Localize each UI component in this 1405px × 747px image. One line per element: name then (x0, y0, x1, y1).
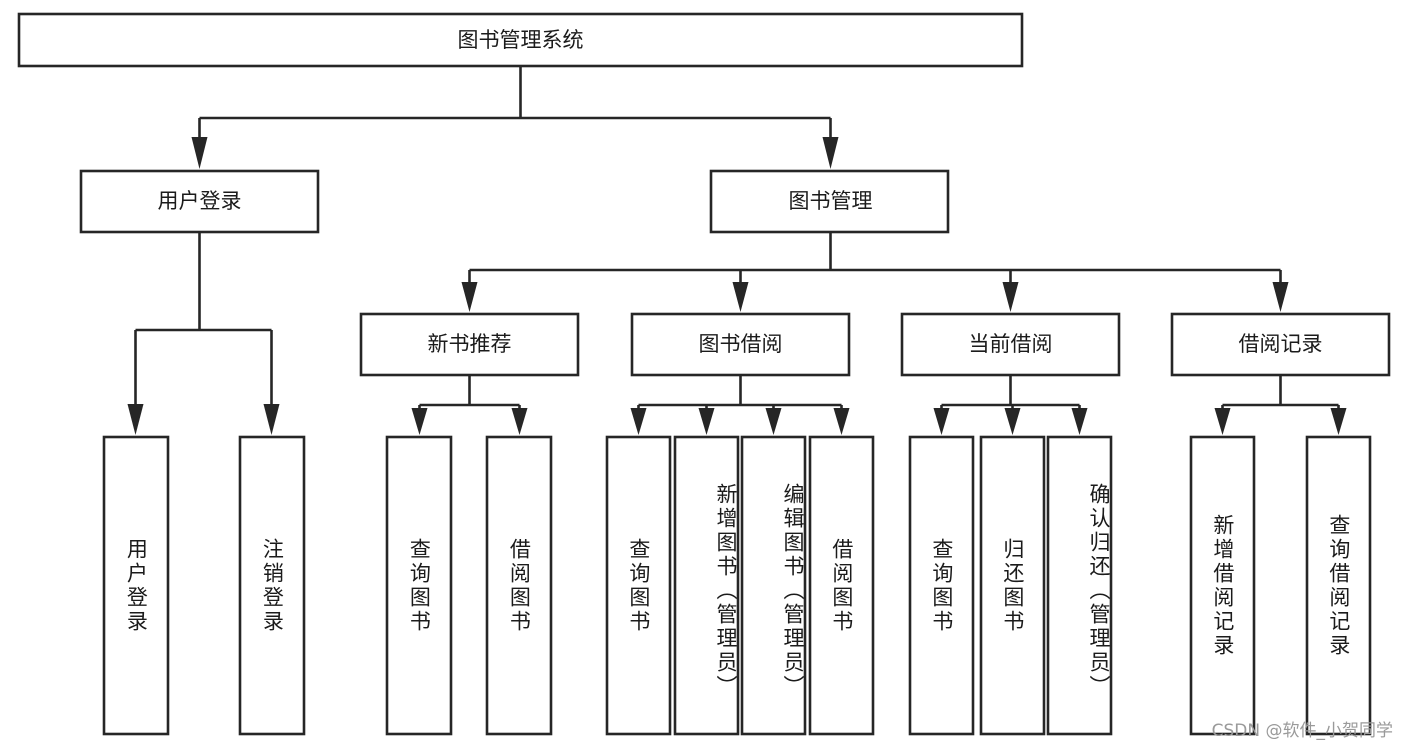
leaf-rect-query-book-3[interactable] (908, 435, 975, 736)
node-book-borrow[interactable]: 图书借阅 (630, 312, 851, 377)
leaf-rect-return-book[interactable] (979, 435, 1046, 736)
arrow-head-current-borrow (1002, 282, 1019, 312)
arrow-head-leaf-query-book-2 (630, 408, 647, 435)
leaf-rect-edit-book[interactable] (740, 435, 807, 736)
arrow-head-leaf-borrow-book-2 (833, 408, 850, 435)
leaf-rect-confirm-return[interactable] (1046, 435, 1113, 736)
arrow-head-leaf-return-book (1004, 408, 1021, 435)
leaf-rect-logout[interactable] (238, 435, 306, 736)
connector-group-borrow-record (1214, 375, 1347, 435)
node-book-manage-rect[interactable] (709, 169, 950, 234)
connector-group-root (191, 66, 839, 169)
arrow-head-leaf-query-book-3 (933, 408, 950, 435)
connector-group-book-manage (461, 232, 1289, 312)
connector-group-current-borrow (933, 375, 1088, 435)
arrow-head-leaf-query-record (1330, 408, 1347, 435)
leaf-rect-borrow-book-2[interactable] (808, 435, 875, 736)
node-new-book-rec[interactable]: 新书推荐 (359, 312, 580, 377)
connector-group-book-borrow (630, 375, 850, 435)
arrow-head-book-borrow (732, 282, 749, 312)
arrow-head-leaf-borrow-book-1 (511, 408, 528, 435)
connector-group-new-book-rec (411, 375, 528, 435)
arrow-head-leaf-logout (263, 404, 280, 435)
leaf-rect-group (102, 435, 1372, 736)
leaf-rect-query-book-2[interactable] (605, 435, 672, 736)
node-book-manage-label: 图书管理 (789, 189, 873, 213)
node-book-borrow-rect[interactable] (630, 312, 851, 377)
leaf-rect-user-login[interactable] (102, 435, 170, 736)
watermark-text: CSDN @软件_小贺同学 (1211, 721, 1393, 741)
node-borrow-record-rect[interactable] (1170, 312, 1391, 377)
leaf-rect-query-record[interactable] (1305, 435, 1372, 736)
leaf-rect-add-book[interactable] (673, 435, 740, 736)
node-current-borrow[interactable]: 当前借阅 (900, 312, 1121, 377)
node-root-label: 图书管理系统 (458, 28, 584, 52)
node-book-manage[interactable]: 图书管理 (709, 169, 950, 234)
arrow-head-leaf-add-book (698, 408, 715, 435)
arrow-head-leaf-query-book-1 (411, 408, 428, 435)
leaf-rect-query-book-1[interactable] (385, 435, 453, 736)
node-borrow-record[interactable]: 借阅记录 (1170, 312, 1391, 377)
node-root-rect[interactable] (17, 12, 1024, 68)
node-user-login-rect[interactable] (79, 169, 320, 234)
node-current-borrow-label: 当前借阅 (969, 332, 1053, 356)
node-user-login-label: 用户登录 (158, 189, 242, 213)
arrow-head-leaf-edit-book (765, 408, 782, 435)
node-borrow-record-label: 借阅记录 (1239, 332, 1323, 356)
node-book-borrow-label: 图书借阅 (699, 332, 783, 356)
arrow-head-borrow-record (1272, 282, 1289, 312)
node-root[interactable]: 图书管理系统 (17, 12, 1024, 68)
arrow-head-leaf-user-login (127, 404, 144, 435)
node-current-borrow-rect[interactable] (900, 312, 1121, 377)
leaf-rect-add-record[interactable] (1189, 435, 1256, 736)
leaf-rect-borrow-book-1[interactable] (485, 435, 553, 736)
node-new-book-rec-rect[interactable] (359, 312, 580, 377)
connector-group-user-login (127, 232, 280, 435)
arrow-head-leaf-add-record (1214, 408, 1231, 435)
arrow-head-leaf-confirm-return (1071, 408, 1088, 435)
arrow-head-new-book-rec (461, 282, 478, 312)
node-new-book-rec-label: 新书推荐 (428, 332, 512, 356)
node-user-login[interactable]: 用户登录 (79, 169, 320, 234)
arrow-head-book-manage (822, 137, 839, 169)
arrow-head-user-login (191, 137, 208, 169)
